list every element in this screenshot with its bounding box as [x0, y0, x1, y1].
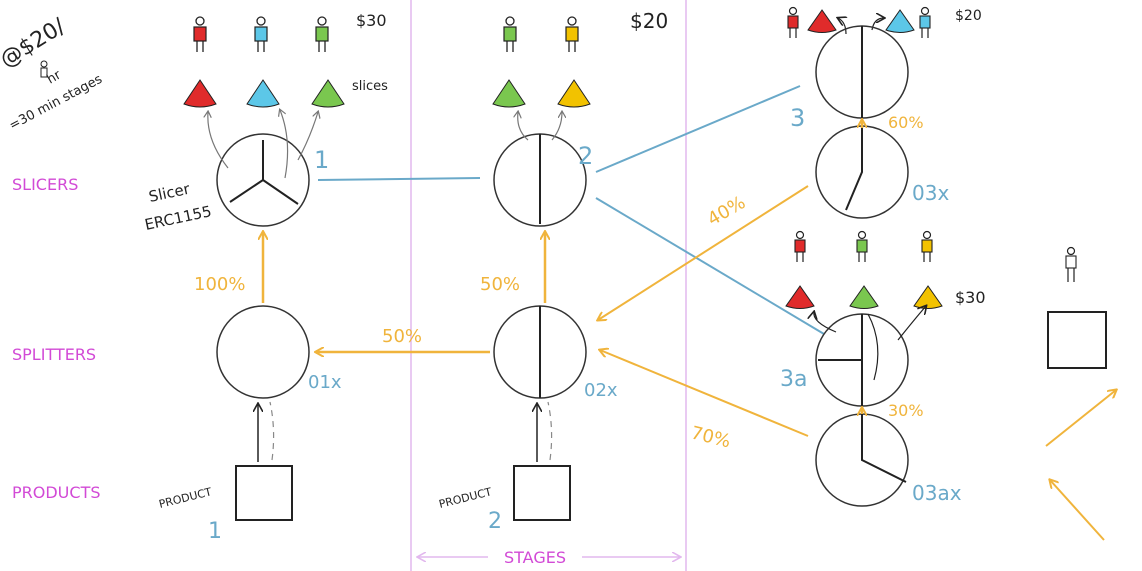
percent-60: 60%: [888, 113, 924, 132]
slicer-name-line1: Slicer: [147, 180, 192, 206]
slice-path: [814, 312, 837, 333]
slice-green-icon: [311, 79, 345, 108]
person-icon: [254, 16, 268, 52]
slice-path: [297, 112, 318, 161]
slice-path: [280, 110, 289, 179]
flow-arrow-40: [598, 185, 809, 320]
slicer-id-2: 2: [578, 142, 593, 170]
corner-note-rate: @$20/: [0, 14, 70, 73]
price-stage-2: $20: [630, 9, 668, 33]
product-label-2: PRODUCT: [438, 485, 494, 511]
slice-yellow-icon: [557, 79, 591, 108]
person-icon: [921, 230, 933, 262]
product-label-1: PRODUCT: [158, 485, 214, 511]
splitter-03x-cuts: [845, 128, 863, 211]
product-id-1: 1: [208, 519, 222, 544]
product-return-dashed: [269, 401, 275, 461]
percent-30: 30%: [888, 401, 924, 420]
person-icon: [856, 230, 868, 262]
person-icon: [503, 16, 517, 52]
slicer-id-3: 3: [790, 104, 805, 132]
person-icon: [565, 16, 579, 52]
splitter-01x: [216, 305, 310, 399]
corner-note: @$20/ hr =30 min stages: [0, 14, 105, 134]
slice-path: [551, 112, 562, 141]
product-1-box: [235, 465, 293, 521]
product-2-box: [513, 465, 571, 521]
person-icon: [40, 60, 48, 78]
row-label-splitters: SPLITTERS: [12, 345, 96, 364]
person-icon: [794, 230, 806, 262]
splitter-03ax-cuts: [861, 414, 907, 483]
person-icon: [315, 16, 329, 52]
splitter-id-02x: 02x: [584, 380, 618, 401]
percent-40: 40%: [704, 192, 749, 230]
slicer-name-line2: ERC1155: [143, 202, 213, 234]
row-label-slicers: SLICERS: [12, 175, 78, 194]
slice-path: [871, 18, 884, 31]
slice-yellow-icon: [913, 285, 943, 309]
slice-path: [867, 313, 879, 381]
connector-slicer2-slicer3: [595, 85, 801, 173]
slice-path: [208, 112, 229, 169]
percent-50-left: 50%: [382, 326, 422, 347]
slice-path: [838, 18, 846, 35]
splitter-id-01x: 01x: [308, 372, 342, 393]
flow-arrow-70: [600, 350, 809, 437]
slice-green-icon: [492, 79, 526, 108]
person-icon: [787, 6, 799, 38]
product-box: [1047, 311, 1107, 369]
product-id-2: 2: [488, 509, 502, 534]
stages-label: STAGES: [504, 548, 566, 567]
product-return-dashed: [547, 401, 553, 461]
percent-70: 70%: [689, 422, 733, 452]
flow-arrow: [1050, 480, 1105, 541]
slice-cyan-icon: [885, 9, 915, 33]
person-icon: [193, 16, 207, 52]
slice-red-icon: [183, 79, 217, 108]
slicer-id-3a: 3a: [780, 367, 807, 392]
slicer-1: [216, 133, 310, 227]
flow-arrow: [1045, 390, 1116, 447]
slice-path: [897, 306, 926, 341]
price-stage-3-bottom: $30: [955, 288, 986, 307]
slicer-3a-cuts: [818, 314, 863, 406]
connector-slicer1-slicer2: [317, 177, 481, 181]
price-stage-3-top: $20: [955, 8, 982, 24]
slice-cyan-icon: [246, 79, 280, 108]
slice-red-icon: [807, 9, 837, 33]
splitter-id-03ax: 03ax: [912, 481, 962, 505]
person-icon: [919, 6, 931, 38]
slicer-1-cuts: [229, 140, 299, 205]
splitter-id-03x: 03x: [912, 181, 949, 205]
row-label-products: PRODUCTS: [12, 483, 101, 502]
person-icon: [1065, 246, 1077, 282]
slice-green-icon: [849, 285, 879, 309]
price-stage-1: $30: [356, 11, 387, 30]
percent-100: 100%: [194, 274, 245, 295]
slice-path: [518, 112, 529, 141]
connector-slicer2-slicer3a: [595, 197, 825, 335]
slice-red-icon: [785, 285, 815, 309]
slices-label: slices: [352, 79, 388, 94]
slicer-id-1: 1: [314, 146, 329, 174]
percent-50-up: 50%: [480, 274, 520, 295]
